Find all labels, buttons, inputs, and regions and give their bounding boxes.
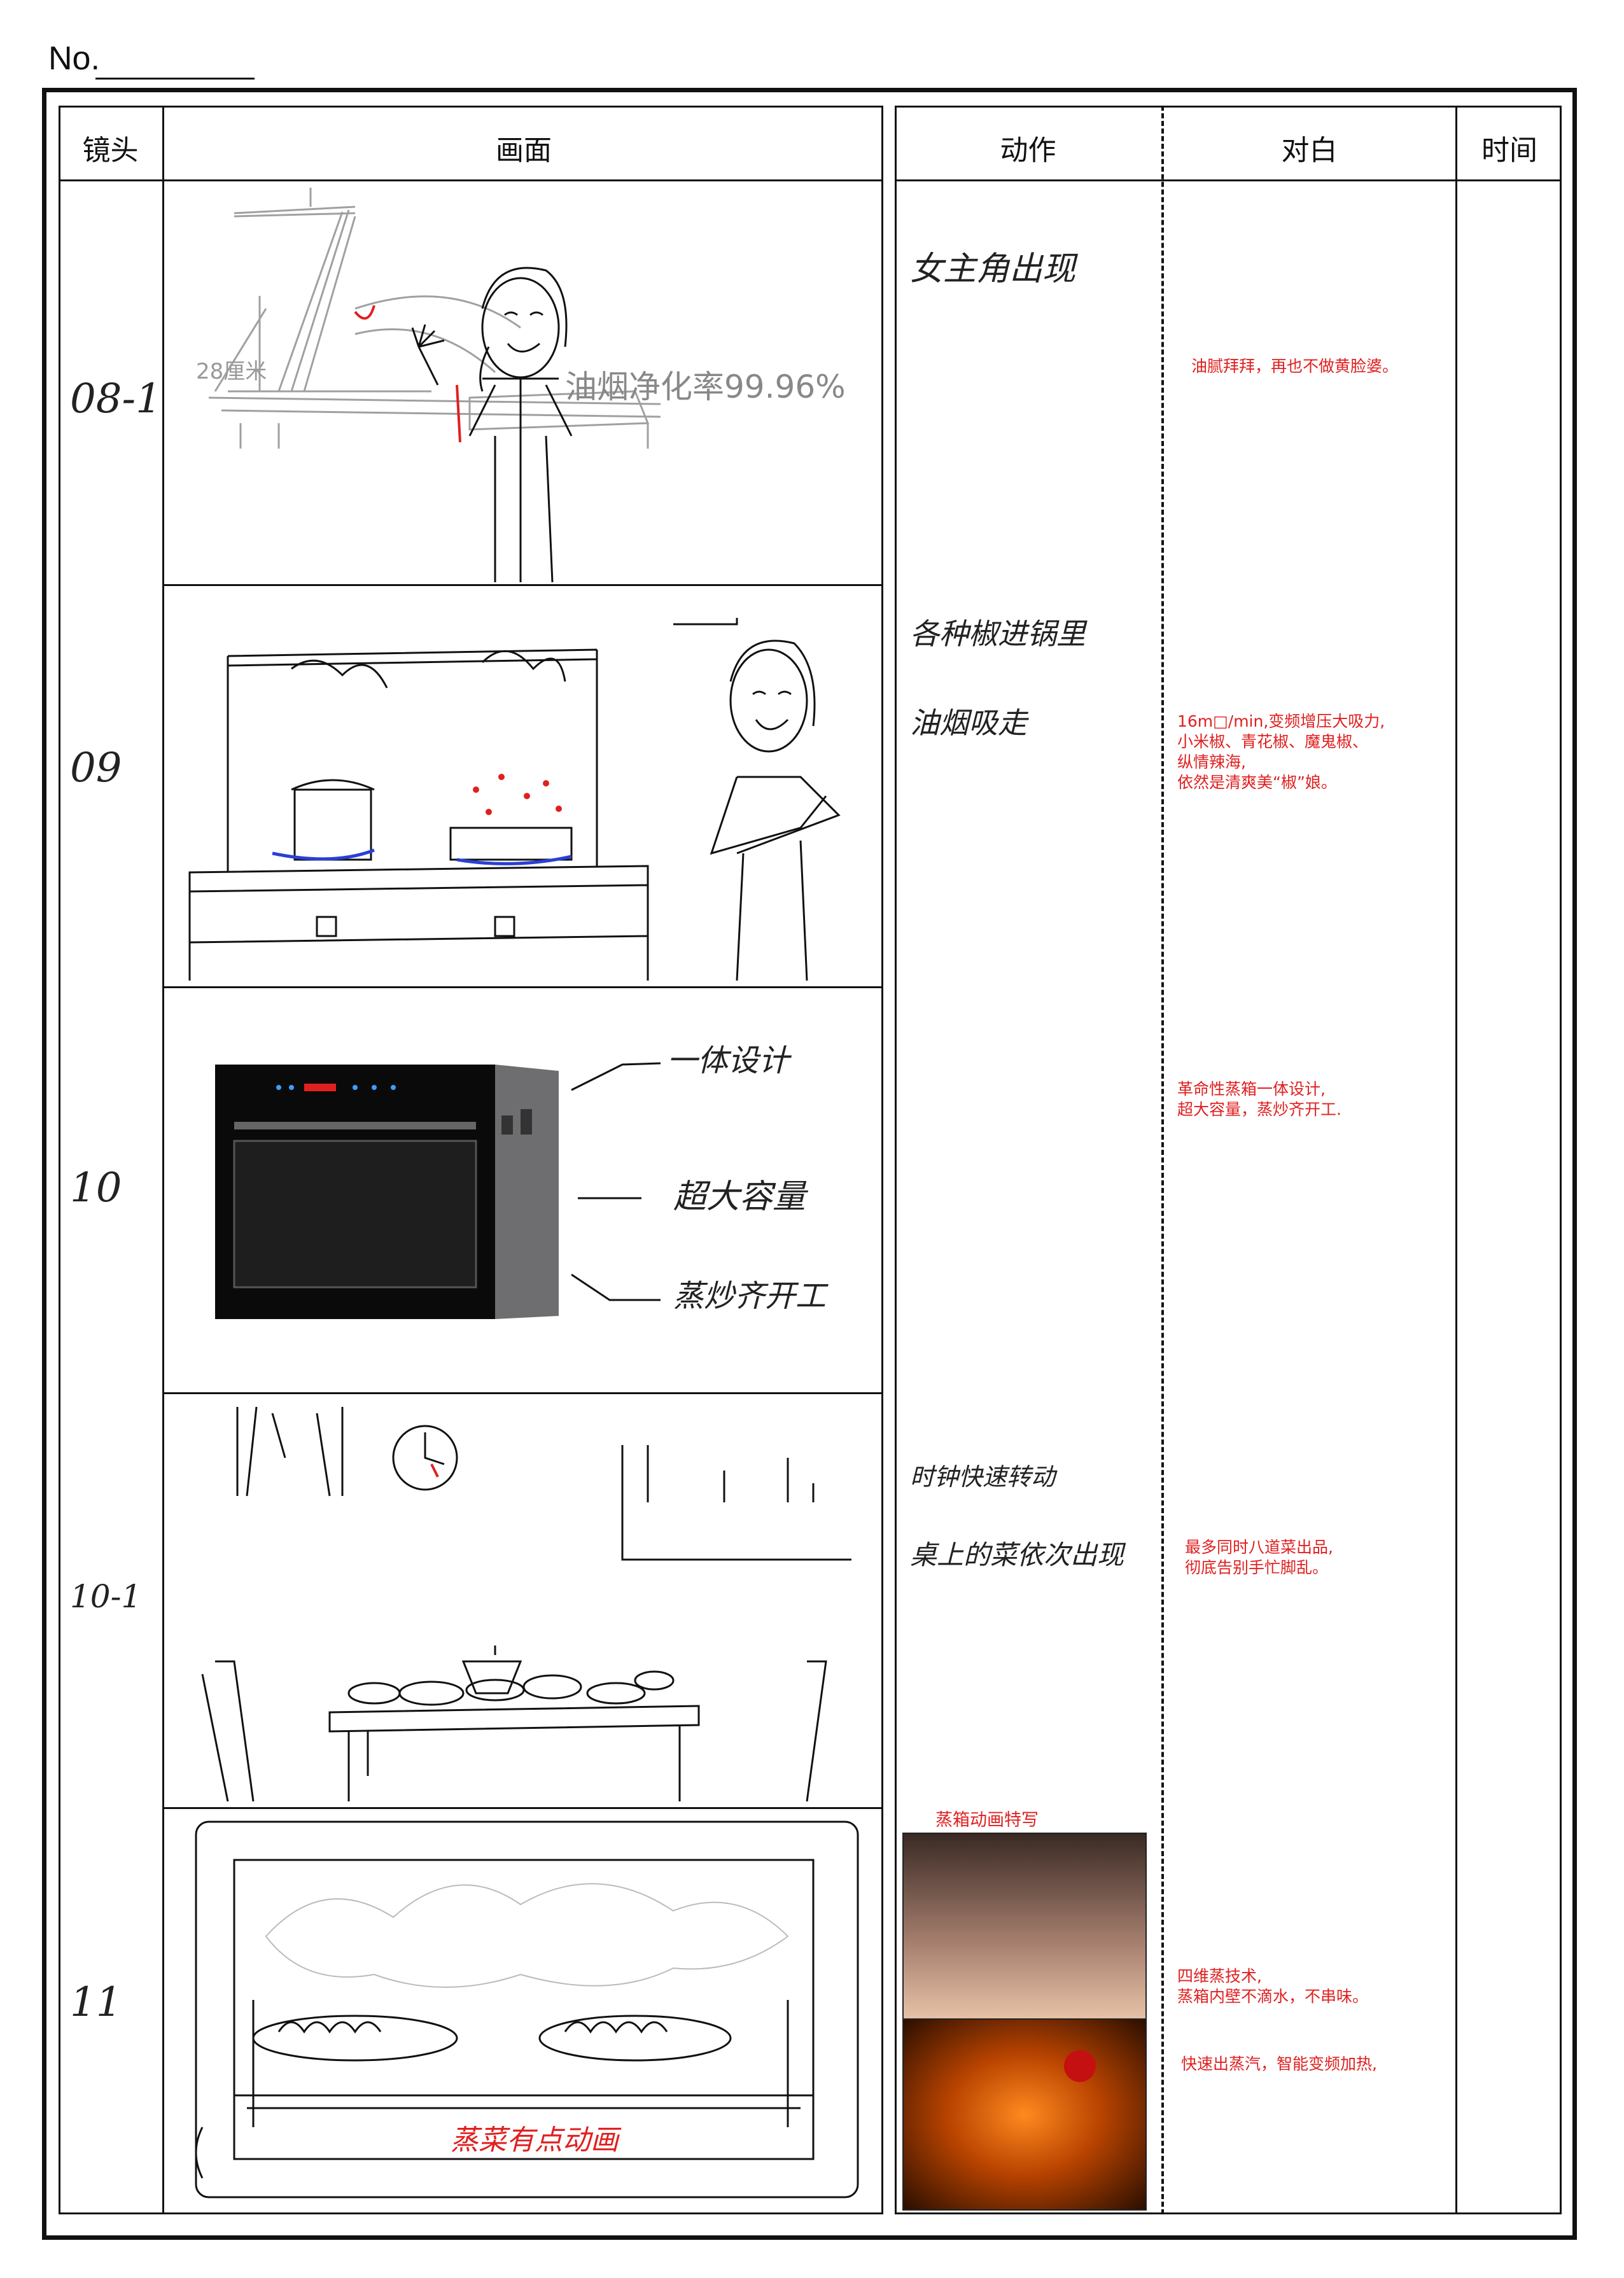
dialog-row3-line1: 革命性蒸箱一体设计,: [1177, 1080, 1326, 1098]
number-label: No.: [48, 40, 100, 77]
shot-number-09: 09: [70, 744, 122, 792]
dialog-row2-line3: 纵情辣海,: [1177, 753, 1246, 771]
dialog-row2-line4: 依然是清爽美“椒”娘。: [1177, 773, 1337, 792]
dialog-row1: 油腻拜拜，再也不做黄脸婆。: [1191, 356, 1484, 377]
frame-row-divider-4: [162, 1807, 883, 1809]
dialog-row5b-line1: 快速出蒸汽，智能变频加热,: [1181, 2055, 1377, 2073]
dialog-row4-line1: 最多同时八道菜出品,: [1185, 1538, 1333, 1556]
header-frame: 画面: [496, 134, 552, 167]
steam-dish-note: 蒸菜有点动画: [451, 2124, 622, 2156]
header-divider-right: [895, 179, 1562, 181]
dialog-row4: 最多同时八道菜出品, 彻底告别手忙脚乱。: [1185, 1537, 1478, 1578]
header-action: 动作: [1000, 134, 1056, 167]
right-table: [895, 106, 1562, 2214]
oven-interior-photo-bottom: [902, 2018, 1147, 2211]
sketch-row1: 28厘米 油烟净化率99.96%: [196, 188, 846, 583]
action-row2-line2: 油烟吸走: [910, 706, 1027, 740]
sketch-note-28cm: 28厘米: [196, 359, 267, 384]
action-dialog-divider: [1161, 106, 1164, 2214]
page-frame: [42, 88, 1577, 2240]
shot-number-08-1: 08-1: [70, 375, 162, 423]
dialog-row2: 16m□/min,变频增压大吸力, 小米椒、青花椒、魔鬼椒、 纵情辣海, 依然是…: [1177, 711, 1470, 793]
frame-row-divider-1: [162, 584, 883, 586]
oven-note-integrated: 一体设计: [667, 1043, 792, 1079]
dialog-row5-line1: 四维蒸技术,: [1177, 1967, 1262, 1985]
dialog-row4-line2: 彻底告别手忙脚乱。: [1185, 1558, 1329, 1577]
action-row2-line1: 各种椒进锅里: [910, 617, 1086, 651]
action-row4-line2: 桌上的菜依次出现: [910, 1539, 1124, 1570]
dialog-row3-line2: 超大容量，蒸炒齐开工.: [1177, 1100, 1341, 1119]
dialog-row5b: 快速出蒸汽，智能变频加热,: [1181, 2054, 1474, 2074]
dialog-time-divider: [1455, 106, 1457, 2214]
shot-number-10: 10: [70, 1164, 122, 1212]
dialog-row5: 四维蒸技术, 蒸箱内壁不滴水，不串味。: [1177, 1966, 1470, 2007]
sketch-row5: 蒸菜有点动画: [195, 1820, 859, 2198]
shot-number-11: 11: [70, 1979, 122, 2026]
dialog-row1-line1: 油腻拜拜，再也不做黄脸婆。: [1191, 357, 1399, 375]
action-row1-line1: 女主角出现: [910, 250, 1076, 288]
header-shot: 镜头: [82, 134, 139, 167]
header-time: 时间: [1481, 134, 1537, 167]
header-divider-left: [59, 179, 883, 181]
oven-interior-photo-top: [902, 1833, 1147, 2020]
dialog-row2-line2: 小米椒、青花椒、魔鬼椒、: [1177, 732, 1369, 751]
shot-column-divider: [162, 106, 164, 2214]
left-table: [59, 106, 883, 2214]
dialog-row3: 革命性蒸箱一体设计, 超大容量，蒸炒齐开工.: [1177, 1079, 1470, 1120]
action-row4-line1: 时钟快速转动: [910, 1463, 1056, 1491]
dialog-row2-line1: 16m□/min,变频增压大吸力,: [1177, 712, 1385, 730]
action-row5-note: 蒸箱动画特写: [935, 1810, 1039, 1830]
oven-note-capacity: 超大容量: [673, 1178, 809, 1216]
header-dialog: 对白: [1281, 134, 1338, 167]
shot-number-10-1: 10-1: [70, 1578, 142, 1615]
frame-row-divider-2: [162, 986, 883, 988]
sketch-row4: [201, 1406, 851, 1802]
sketch-note-purification: 油烟净化率99.96%: [565, 368, 846, 405]
oven-note-steam-fry: 蒸炒齐开工: [673, 1278, 829, 1314]
sketch-row2: [188, 618, 841, 981]
clock-icon: [392, 1425, 458, 1491]
sketch-row3: 一体设计 超大容量 蒸炒齐开工: [215, 1043, 829, 1319]
dialog-row5-line2: 蒸箱内壁不滴水，不串味。: [1177, 1987, 1369, 2006]
fan-icon: [1064, 2050, 1096, 2082]
number-underline: [95, 78, 255, 80]
frame-row-divider-3: [162, 1392, 883, 1394]
